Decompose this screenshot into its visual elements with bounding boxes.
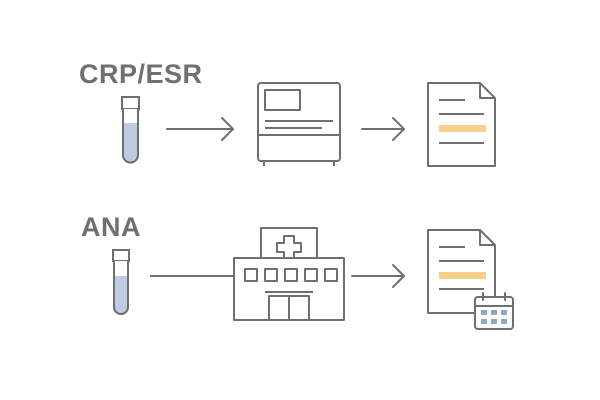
row-label-crp-esr: CRP/ESR <box>79 59 203 89</box>
test-tube-icon <box>112 249 130 315</box>
arrow-icon <box>361 117 405 141</box>
lab-analyzer-icon <box>257 82 341 166</box>
test-tube-icon <box>121 96 140 164</box>
document-icon <box>427 229 496 314</box>
calendar-icon <box>474 292 514 330</box>
arrow-icon <box>166 117 234 141</box>
row-label-ana: ANA <box>81 212 141 242</box>
arrow-icon <box>351 264 405 288</box>
hospital-icon <box>233 227 345 321</box>
document-icon <box>427 82 496 167</box>
